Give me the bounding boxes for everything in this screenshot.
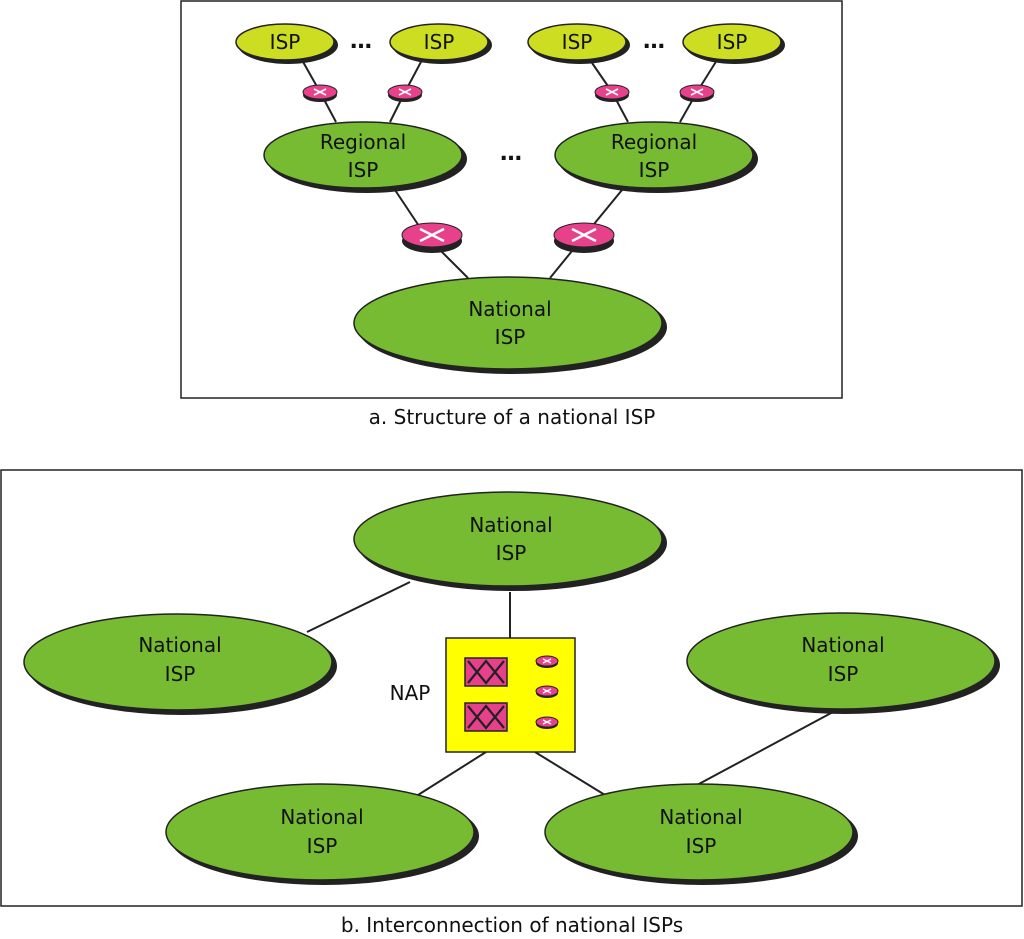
- regional-isp-left-line2: ISP: [348, 158, 379, 182]
- national-isp-left-line2: ISP: [165, 662, 196, 686]
- national-isp-bottom-right: National ISP: [544, 783, 858, 885]
- router-icon: [535, 655, 559, 669]
- regional-ellipsis: …: [500, 141, 524, 166]
- router-icon: [535, 685, 559, 699]
- isp-node-3-label: ISP: [562, 30, 593, 54]
- national-isp-top-line1: National: [469, 513, 552, 537]
- router-icon: [535, 716, 559, 730]
- panel-a-frame: [180, 0, 843, 399]
- router-icon: [387, 84, 423, 103]
- isp-node-1: ISP: [235, 23, 338, 64]
- switch-icon: [463, 656, 509, 688]
- regional-isp-left-line1: Regional: [320, 130, 406, 154]
- isp-node-4: ISP: [682, 23, 785, 64]
- national-isp-left-line1: National: [138, 633, 221, 657]
- national-isp-a-line1: National: [468, 297, 551, 321]
- national-isp-bl-line2: ISP: [307, 834, 338, 858]
- isp-node-2: ISP: [389, 23, 492, 64]
- router-icon: [552, 221, 616, 255]
- nap-label: NAP: [390, 681, 431, 705]
- isp-ellipsis-right: …: [643, 29, 667, 54]
- router-icon: [400, 221, 464, 255]
- national-isp-top: National ISP: [353, 491, 667, 591]
- isp-ellipsis-left: …: [350, 29, 374, 54]
- national-isp-br-line2: ISP: [686, 834, 717, 858]
- national-isp-bottom-left: National ISP: [165, 783, 479, 885]
- national-isp-bl-line1: National: [280, 805, 363, 829]
- router-icon: [594, 84, 630, 103]
- router-icon: [679, 84, 715, 103]
- panel-b-links: [306, 581, 834, 796]
- nap-box: [445, 637, 576, 753]
- national-isp-a-line2: ISP: [495, 325, 526, 349]
- national-isp-top-level: National ISP: [353, 276, 667, 374]
- isp-node-1-label: ISP: [270, 30, 301, 54]
- national-isp-top-line2: ISP: [496, 541, 527, 565]
- caption-b: b. Interconnection of national ISPs: [341, 913, 683, 937]
- panel-b-frame: [0, 469, 1023, 907]
- caption-a: a. Structure of a national ISP: [369, 405, 656, 429]
- national-isp-br-line1: National: [659, 805, 742, 829]
- regional-isp-right: Regional ISP: [554, 121, 758, 193]
- regional-isp-right-line2: ISP: [639, 158, 670, 182]
- switch-icon: [463, 701, 509, 733]
- regional-isp-left: Regional ISP: [263, 121, 467, 193]
- national-isp-right-line2: ISP: [828, 662, 859, 686]
- isp-node-3: ISP: [527, 23, 630, 64]
- router-icon: [302, 84, 338, 103]
- regional-isp-right-line1: Regional: [611, 130, 697, 154]
- national-isp-right: National ISP: [686, 612, 1000, 714]
- national-isp-right-line1: National: [801, 633, 884, 657]
- isp-node-2-label: ISP: [424, 30, 455, 54]
- national-isp-left: National ISP: [23, 613, 337, 715]
- isp-node-4-label: ISP: [717, 30, 748, 54]
